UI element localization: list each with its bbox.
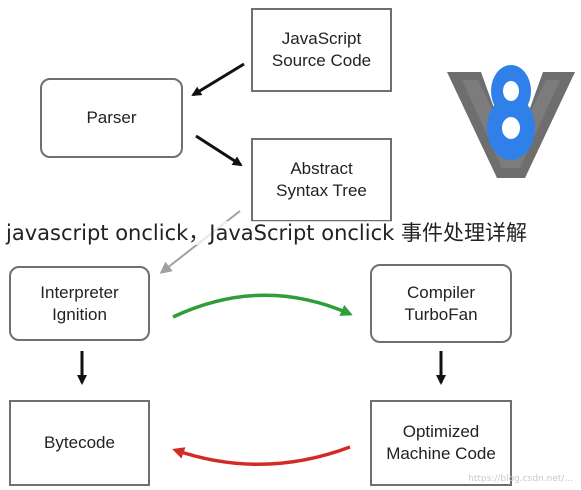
node-label: Abstract Syntax Tree	[276, 159, 367, 200]
node-abstract-syntax-tree: Abstract Syntax Tree	[251, 138, 392, 222]
arrow-parser-to-ast	[195, 134, 243, 167]
node-optimized-machine-code: Optimized Machine Code	[370, 400, 512, 486]
node-javascript-source-code: JavaScript Source Code	[251, 8, 392, 92]
node-label: Interpreter Ignition	[40, 282, 119, 324]
node-compiler-turbofan: Compiler TurboFan	[370, 264, 512, 343]
node-label: Parser	[86, 108, 137, 127]
node-parser: Parser	[40, 78, 183, 158]
arrow-source-to-parser	[191, 62, 245, 97]
arrow-machine-code-to-bytecode	[172, 445, 351, 466]
v8-logo-icon	[447, 65, 575, 178]
page-title-overlay: javascript onclick，JavaScript onclick 事件…	[6, 218, 581, 248]
arrow-interpreter-to-compiler	[172, 293, 353, 319]
node-interpreter-ignition: Interpreter Ignition	[9, 266, 150, 341]
node-label: Optimized Machine Code	[386, 422, 496, 463]
overlay-title-text: javascript onclick，JavaScript onclick 事件…	[6, 221, 527, 245]
node-bytecode: Bytecode	[9, 400, 150, 486]
node-label: JavaScript Source Code	[271, 29, 372, 70]
watermark-text: https://blog.csdn.net/...	[468, 474, 573, 484]
node-label: Compiler TurboFan	[404, 282, 478, 324]
node-label: Bytecode	[44, 433, 115, 452]
